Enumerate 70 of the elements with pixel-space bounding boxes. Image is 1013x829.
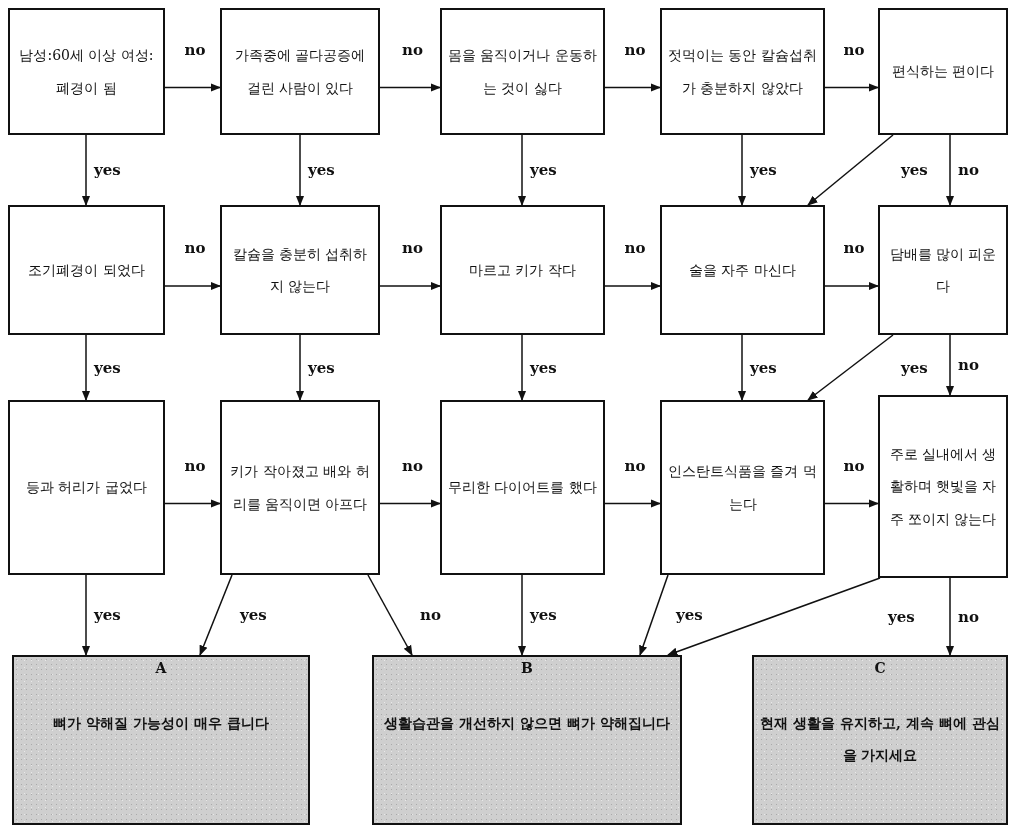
question-text: 담배를 많이 피운다 <box>888 244 998 296</box>
question-box <box>878 8 1008 135</box>
arrow <box>81 334 91 402</box>
question-box <box>440 205 605 335</box>
arrow <box>604 83 662 92</box>
arrow <box>604 499 662 508</box>
question-text: 젓먹이는 동안 칼슘섭취가 충분하지 않았다 <box>667 46 818 98</box>
arrow <box>295 134 305 207</box>
question-box <box>878 205 1008 335</box>
result-text: 뼈가 약해질 가능성이 매우 큽니다 <box>52 713 270 733</box>
question-box <box>8 205 165 335</box>
question-text: 몸을 움직이거나 운동하는 것이 싫다 <box>447 46 598 98</box>
arrow <box>824 281 880 291</box>
arrow <box>81 574 91 657</box>
question-box <box>220 8 380 135</box>
question-text: 주로 실내에서 생활하며 햇빛을 자주 쪼이지 않는다 <box>888 445 998 529</box>
arrow <box>639 574 669 656</box>
arrow <box>945 334 955 397</box>
question-box <box>660 8 825 135</box>
result-box <box>12 655 310 825</box>
arrow <box>295 334 305 402</box>
result-box <box>372 655 682 825</box>
arrow <box>164 281 222 291</box>
result-letter: C <box>873 659 887 678</box>
question-text: 남성:60세 이상 여성:폐경이 됨 <box>18 46 155 98</box>
question-text: 인스탄트식품을 즐겨 먹는다 <box>667 462 818 514</box>
question-text: 조기폐경이 되었다 <box>27 260 146 280</box>
arrow <box>199 574 233 656</box>
question-text: 칼슘을 충분히 섭취하지 않는다 <box>231 244 369 296</box>
result-text: 생활습관을 개선하지 않으면 뼈가 약해집니다 <box>383 713 671 733</box>
question-box <box>440 8 605 135</box>
arrow <box>164 499 222 508</box>
arrow <box>367 574 413 656</box>
arrow <box>164 83 222 92</box>
arrow <box>517 574 527 657</box>
arrow <box>945 134 955 207</box>
question-box <box>660 205 825 335</box>
arrow <box>737 334 747 402</box>
question-text: 마르고 키가 작다 <box>468 260 577 280</box>
arrow <box>807 134 894 206</box>
arrow <box>379 83 442 92</box>
result-box <box>752 655 1008 825</box>
question-text: 등과 허리가 굽었다 <box>25 478 148 498</box>
question-text: 가족중에 골다공증에 걸린 사람이 있다 <box>233 46 367 98</box>
result-letter: B <box>520 659 534 678</box>
arrow <box>379 281 442 291</box>
result-text: 현재 생활을 유지하고, 계속 뼈에 관심을 가지세요 <box>759 713 1001 765</box>
arrow <box>517 334 527 402</box>
arrow <box>667 577 881 656</box>
question-box <box>220 205 380 335</box>
arrow <box>807 334 894 401</box>
question-text: 술을 자주 마신다 <box>688 260 797 280</box>
arrow <box>379 499 442 508</box>
arrow <box>945 577 955 657</box>
question-box <box>8 8 165 135</box>
question-box <box>878 395 1008 578</box>
question-text: 키가 작아졌고 배와 허리를 움직이면 아프다 <box>229 462 371 514</box>
result-letter: A <box>154 659 168 678</box>
arrow <box>824 83 880 92</box>
arrow <box>737 134 747 207</box>
question-text: 편식하는 편이다 <box>890 62 996 82</box>
arrow <box>517 134 527 207</box>
arrow <box>81 134 91 207</box>
question-box <box>8 400 165 575</box>
question-box <box>660 400 825 575</box>
arrow <box>824 499 880 508</box>
arrow <box>604 281 662 291</box>
question-text: 무리한 다이어트를 했다 <box>447 478 598 498</box>
question-box <box>220 400 380 575</box>
question-box <box>440 400 605 575</box>
